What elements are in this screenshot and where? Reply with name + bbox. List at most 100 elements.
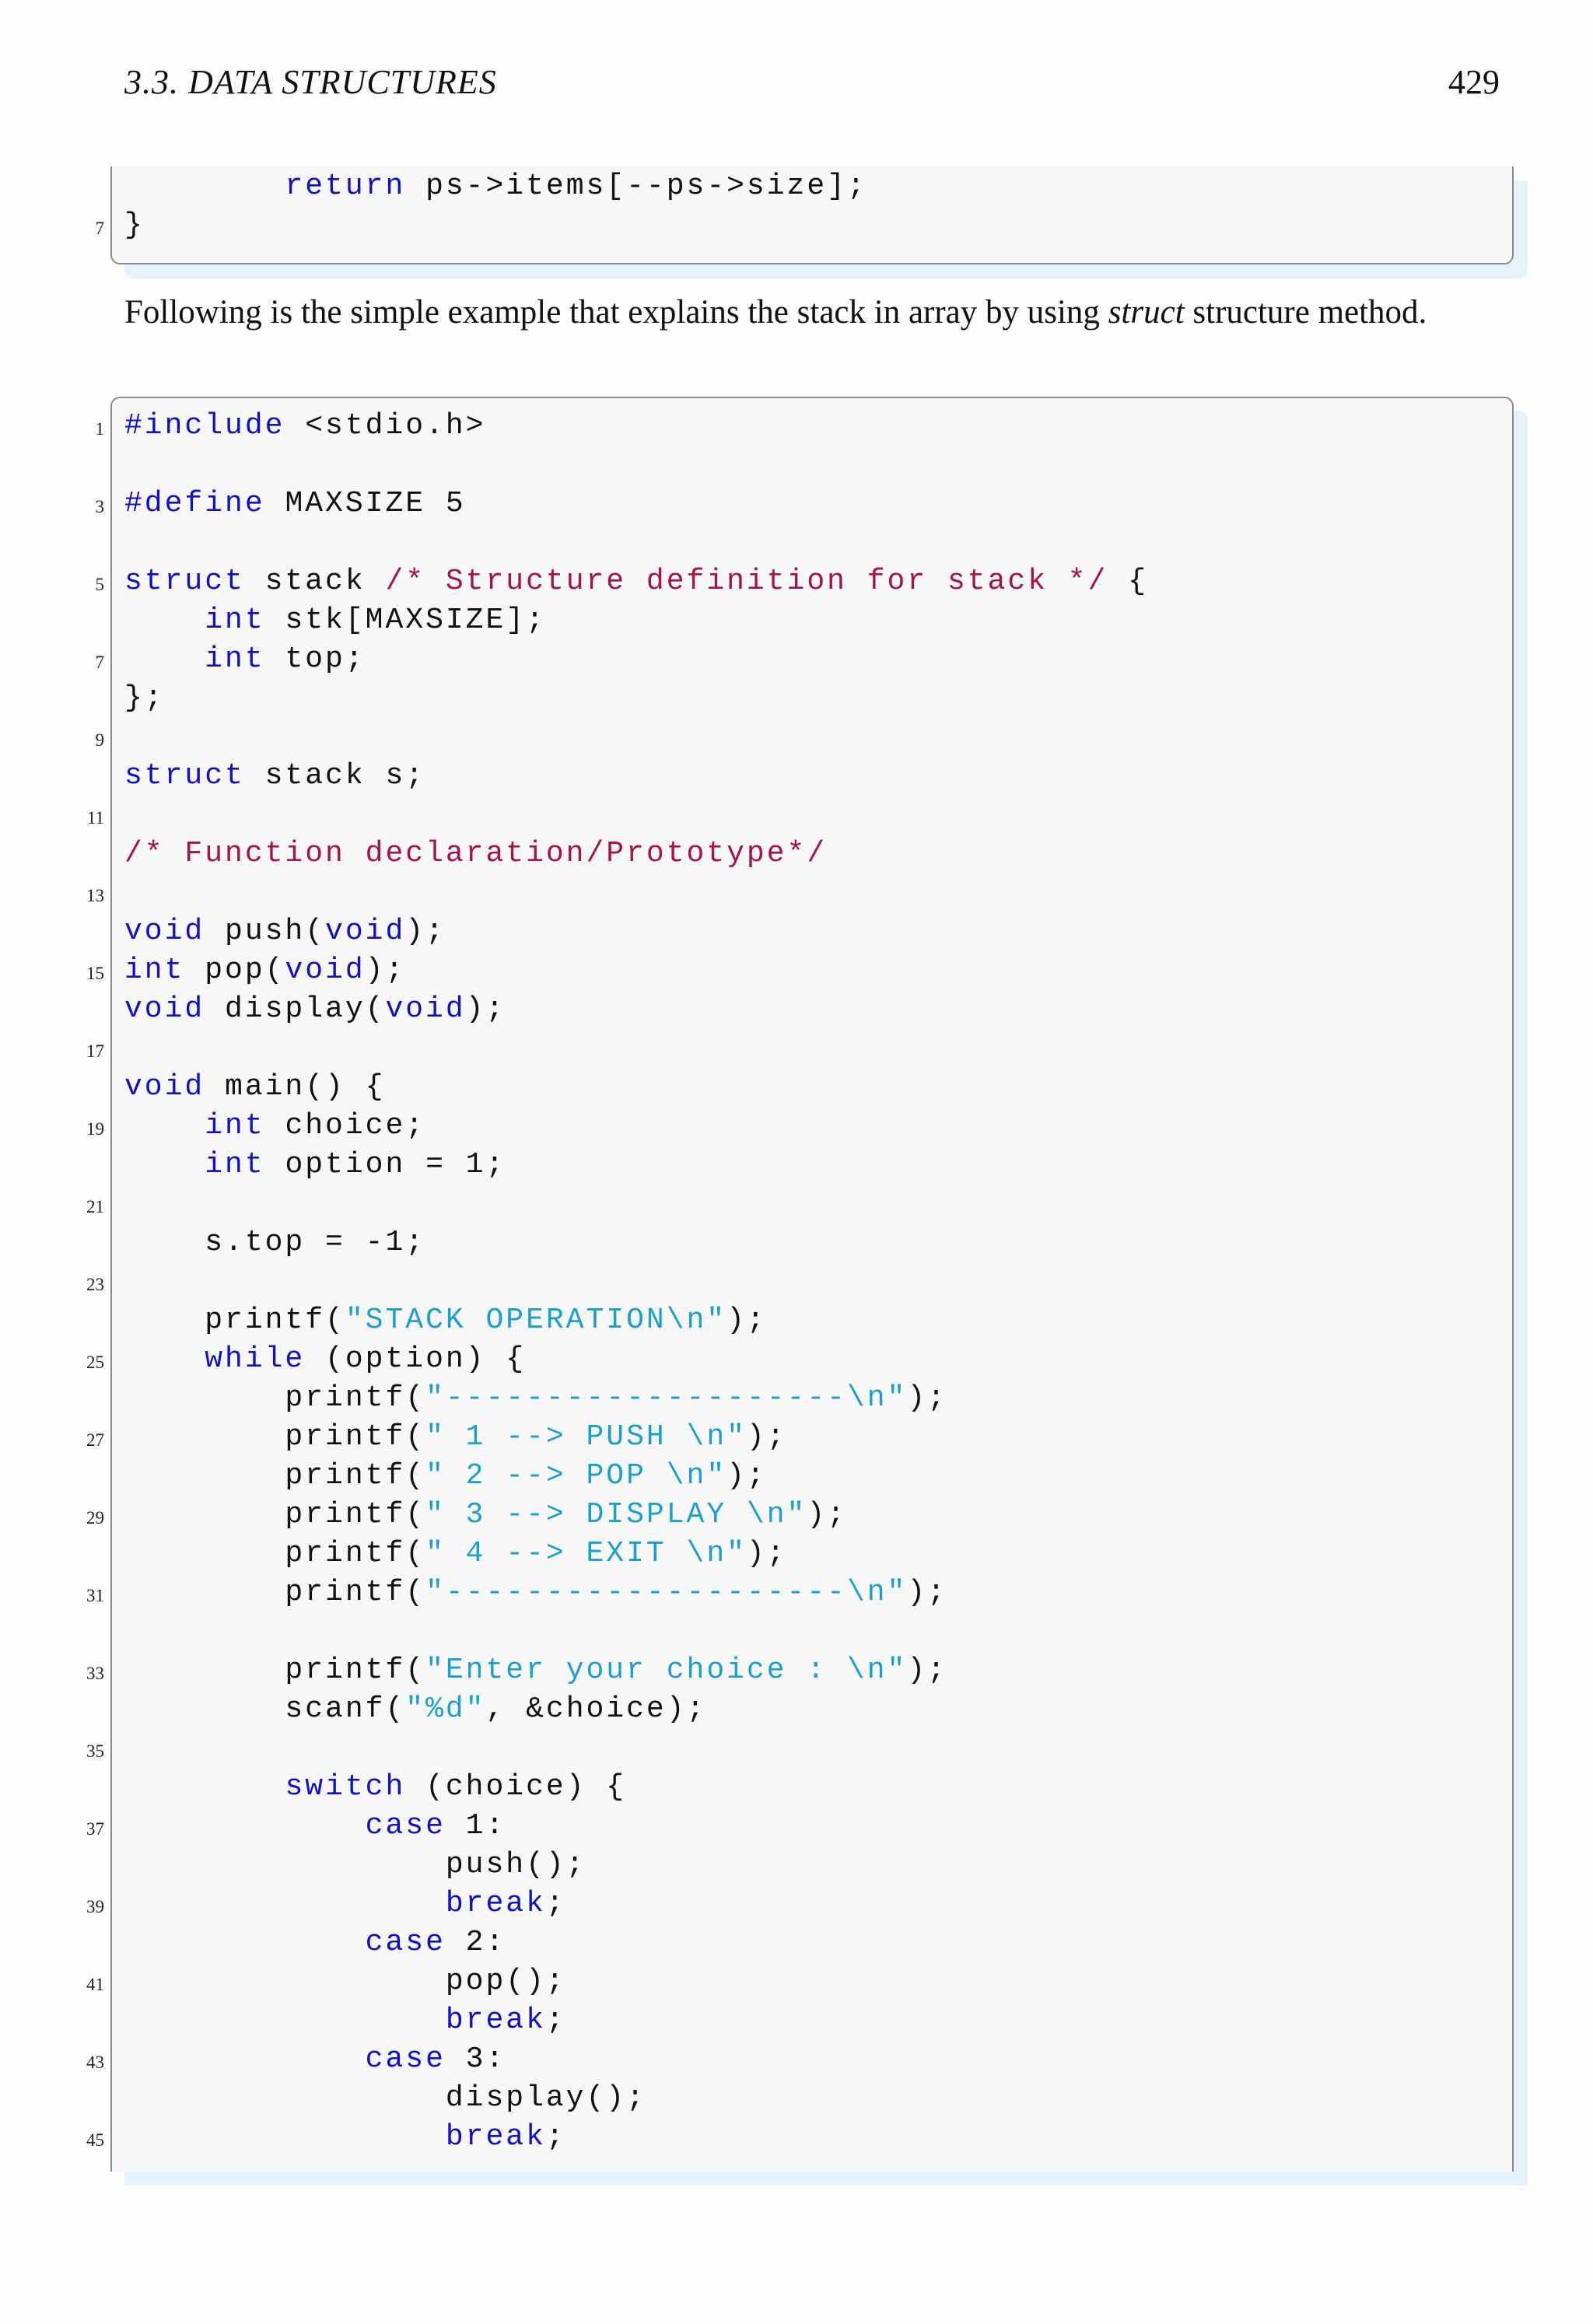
code-token: "%d": [405, 1692, 486, 1726]
code-token: (option) {: [305, 1342, 527, 1376]
code-line: switch (choice) {: [124, 1768, 626, 1807]
line-number: 39: [86, 1897, 104, 1916]
line-number: 13: [86, 886, 104, 905]
code-token: [124, 1342, 205, 1376]
line-number: 23: [86, 1275, 104, 1294]
code-token: MAXSIZE 5: [264, 487, 466, 520]
code-token: [124, 1809, 366, 1843]
code-token: push();: [124, 1848, 586, 1881]
code-token: struct: [124, 565, 245, 598]
code-token: {: [1108, 565, 1149, 598]
line-number: 3: [95, 497, 105, 516]
code-token: [124, 1926, 366, 1959]
code-token: "STACK OPERATION\n": [345, 1304, 727, 1337]
code-line: case 3:: [124, 2040, 506, 2079]
code-line: case 2:: [124, 1923, 506, 1962]
line-number: 33: [86, 1664, 104, 1683]
code-token: [124, 1887, 446, 1920]
code-token: pop();: [124, 1965, 566, 1998]
line-number: 7: [95, 219, 105, 238]
code-token: 3:: [445, 2042, 506, 2076]
code-token: " 1 --> PUSH \n": [425, 1420, 747, 1454]
code-token: printf(: [124, 1459, 426, 1493]
code-token: 2:: [445, 1926, 506, 1959]
code-line: struct stack /* Structure definition for…: [124, 562, 1148, 601]
line-number: 29: [86, 1508, 104, 1528]
code-token: );: [907, 1576, 947, 1609]
code-token: [124, 2004, 446, 2037]
code-token: void: [124, 992, 205, 1026]
code-token: #include: [124, 409, 285, 443]
code-token: stack s;: [244, 759, 426, 793]
code-line: while (option) {: [124, 1340, 526, 1379]
code-token: "--------------------\n": [425, 1576, 908, 1609]
code-line: display();: [124, 2079, 646, 2118]
code-token: ;: [545, 2004, 566, 2037]
line-number: 43: [86, 2053, 104, 2072]
code-token: switch: [285, 1770, 406, 1804]
code-token: main() {: [205, 1070, 386, 1104]
code-token: top;: [264, 642, 366, 676]
code-token: return: [285, 170, 406, 203]
line-number: 21: [86, 1197, 104, 1216]
code-listing-stack-example: [110, 397, 1514, 2172]
code-token: while: [205, 1342, 306, 1376]
code-token: 1:: [445, 1809, 506, 1843]
code-line: printf("--------------------\n");: [124, 1573, 947, 1612]
code-line: void push(void);: [124, 912, 446, 951]
code-line: int choice;: [124, 1107, 425, 1146]
code-token: push(: [205, 915, 326, 948]
code-token: printf(: [124, 1304, 345, 1337]
code-token: printf(: [124, 1654, 426, 1687]
line-number: 31: [86, 1586, 104, 1605]
code-line: return ps->items[--ps->size];: [124, 167, 867, 206]
code-line: int option = 1;: [124, 1146, 506, 1185]
code-token: );: [365, 954, 406, 987]
code-token: [124, 170, 285, 203]
code-token: "Enter your choice : \n": [425, 1654, 908, 1687]
code-token: pop(: [184, 954, 285, 987]
code-token: struct: [124, 759, 245, 793]
code-token: <stdio.h>: [285, 409, 486, 443]
code-listing-continued: [110, 166, 1514, 264]
code-line: printf(" 2 --> POP \n");: [124, 1457, 767, 1496]
code-line: printf("STACK OPERATION\n");: [124, 1301, 767, 1340]
code-token: void: [285, 954, 366, 987]
code-line: #define MAXSIZE 5: [124, 485, 466, 523]
code-line: void display(void);: [124, 990, 506, 1029]
code-token: display(: [205, 992, 386, 1026]
line-number: 9: [95, 730, 105, 750]
code-token: void: [325, 915, 406, 948]
code-token: );: [746, 1420, 787, 1454]
code-token: int: [205, 1109, 265, 1143]
code-token: stack: [244, 565, 386, 598]
code-line: break;: [124, 2118, 566, 2157]
code-token: [124, 2120, 446, 2154]
body-paragraph: Following is the simple example that exp…: [124, 292, 1501, 334]
code-token: printf(: [124, 1498, 426, 1531]
code-line: push();: [124, 1846, 586, 1885]
code-line: case 1:: [124, 1807, 506, 1846]
code-token: printf(: [124, 1420, 426, 1454]
code-line: scanf("%d", &choice);: [124, 1690, 706, 1729]
code-line: int stk[MAXSIZE];: [124, 601, 546, 640]
line-number: 35: [86, 1741, 104, 1761]
code-token: stk[MAXSIZE];: [264, 604, 546, 637]
page-number: 429: [1448, 63, 1500, 101]
line-number: 25: [86, 1353, 104, 1372]
code-token: );: [726, 1304, 767, 1337]
code-token: [124, 604, 205, 637]
code-token: s.top = -1;: [124, 1226, 426, 1259]
code-line: printf(" 4 --> EXIT \n");: [124, 1535, 787, 1573]
line-number: 15: [86, 964, 104, 983]
code-line: s.top = -1;: [124, 1223, 425, 1262]
line-number: 7: [95, 653, 105, 672]
code-line: printf("--------------------\n");: [124, 1379, 947, 1418]
code-line: printf(" 3 --> DISPLAY \n");: [124, 1496, 847, 1535]
code-line: }: [124, 206, 145, 245]
code-token: scanf(: [124, 1692, 406, 1726]
code-line: int top;: [124, 640, 366, 679]
code-token: };: [124, 681, 165, 715]
code-token: ;: [545, 1887, 566, 1920]
code-token: void: [124, 1070, 205, 1104]
